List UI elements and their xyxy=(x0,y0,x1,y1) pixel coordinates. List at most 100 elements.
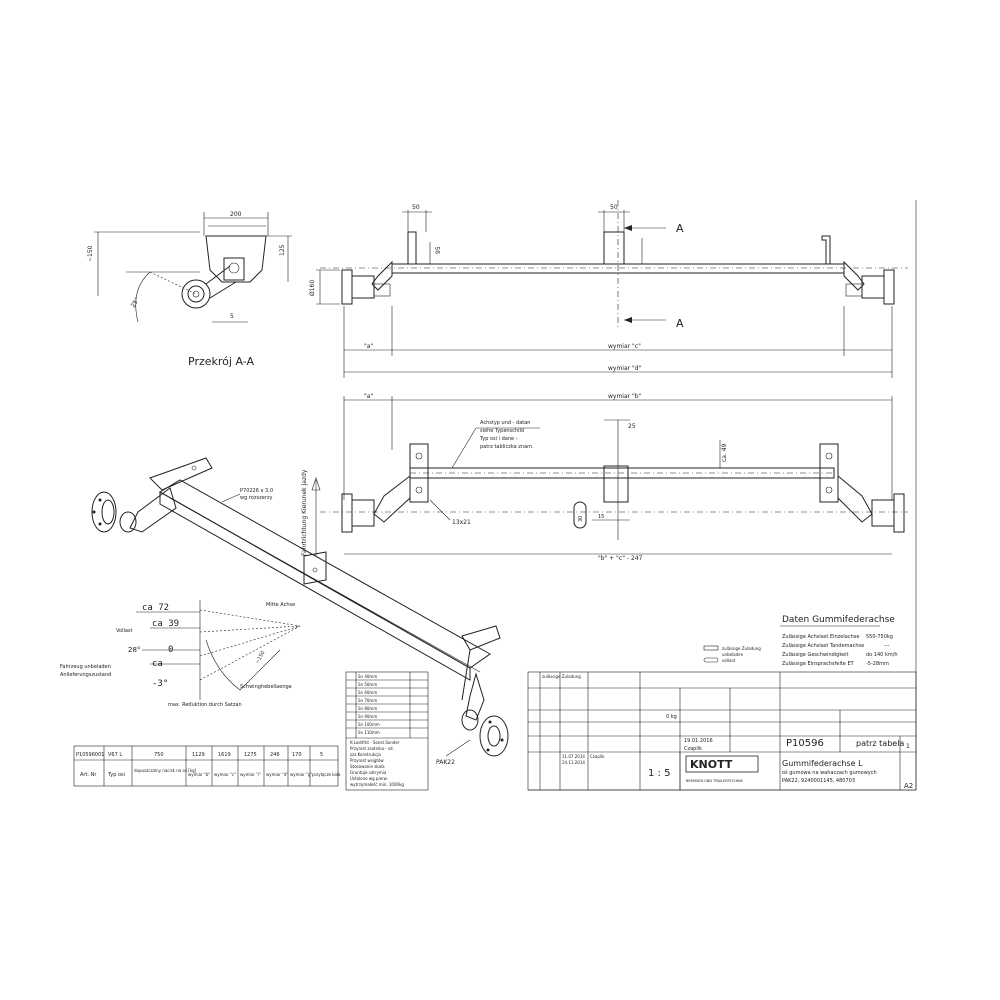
spec-header-5: wymiar "i" xyxy=(240,772,261,777)
angle-dim-label: ~150 xyxy=(255,650,267,665)
spec-row-3: 1129 xyxy=(192,752,205,758)
direction-label: Fahrtrichtung Kierunek jazdy xyxy=(301,469,308,556)
spec-row-5: 1275 xyxy=(244,752,257,758)
title-patrz: patrz tabela xyxy=(856,739,904,748)
title-date-3: 19.01.2016 xyxy=(684,738,713,744)
spec-header-7: wymiar "g" xyxy=(290,772,312,777)
title-name-3: PAK22, 9240001145, 480703 xyxy=(782,778,855,784)
top-dim-a: "a" xyxy=(364,343,373,350)
top-dim-c: wymiar "c" xyxy=(608,343,641,350)
title-name-2: oś gumowa na wahaczach gumowych xyxy=(782,769,877,776)
title-format: A2 xyxy=(904,782,913,790)
spec-header-2: dopuszczalny nacisk na oś [kg] xyxy=(134,768,197,773)
title-drawing-no: P10596 xyxy=(786,738,824,749)
angle-ca72: ca 72 xyxy=(142,603,169,613)
drawing-frame xyxy=(528,200,917,791)
front-dim-total: "b" + "c" - 247 xyxy=(598,555,643,562)
spec-header-1: Typ osi xyxy=(107,772,125,778)
angle-zero: 0 xyxy=(168,645,173,655)
axle-perspective-view: P70226 x 3,0 wg rozszerzy Fahrtrichtung … xyxy=(91,457,509,766)
spec-header-4: wymiar "c" xyxy=(214,772,236,777)
spec-row-1: V67 L xyxy=(108,752,122,758)
angle-mitte-achse: Mitte Achse xyxy=(266,602,295,608)
title-date-2: 24.11.2014 xyxy=(562,760,585,765)
front-note-line-4: patrz tabliczka znam. xyxy=(480,444,534,450)
title-date-1: 11.07.2014 xyxy=(562,754,585,759)
company-sub: BREMSEN UND TRAILERTECHNIK xyxy=(686,779,743,783)
data-row-2-label: Zulässige Geschwindigkeit xyxy=(782,652,849,658)
title-sheet: 1 xyxy=(906,743,910,750)
spec-row-8: 5 xyxy=(320,752,323,758)
variant-row-2: Sn 60mm xyxy=(358,690,377,695)
front-dim-vertical: ca. 49 xyxy=(721,443,728,462)
perspective-note-1: P70226 x 3,0 xyxy=(240,488,273,494)
variant-row-6: Sn 100mm xyxy=(358,722,380,727)
data-row-0-label: Zulässige Achslast Einzelachse xyxy=(782,634,859,640)
title-weight: 0 kg xyxy=(666,714,677,720)
data-panel: Daten Gummifederachse Zulässige Achslast… xyxy=(703,615,898,667)
variant-row-1: Sn 50mm xyxy=(358,682,377,687)
section-dim-height: 125 xyxy=(279,244,286,256)
data-row-0-value: 550-750kg xyxy=(866,634,893,640)
data-row-2-value: do 140 km/h xyxy=(866,652,898,658)
angle-diagram: ca 72 ca 39 Vollast 28° 0 ca Fahrzeug un… xyxy=(60,600,301,708)
axle-front-view: "a" wymiar "b" 25 ca. 49 30 15 xyxy=(320,393,908,562)
perspective-part: PAK22 xyxy=(436,759,455,766)
section-dim-width: 200 xyxy=(230,211,242,218)
top-dim-left-bracket: 50 xyxy=(412,204,420,211)
legend-1: unbeladen xyxy=(722,652,744,657)
top-dim-mid-bracket: 50 xyxy=(610,204,618,211)
title-block: zulässige Zuladung 0 kg P10596 patrz tab… xyxy=(527,671,917,791)
section-dim-angle: 25° xyxy=(130,296,141,309)
perspective-note-2: wg rozszerzy xyxy=(240,495,272,501)
spec-row-0: P10596001 xyxy=(76,752,104,758)
angle-28deg: 28° xyxy=(128,646,140,654)
angle-unbeladen-1: Fahrzeug unbeladen xyxy=(60,664,111,670)
front-dim-slot2: 15 xyxy=(598,514,604,520)
variant-footer-0: K-Lastfrkt - Sonst.Sonder xyxy=(350,740,400,745)
variant-footer-7: wytrzymałość min. 1000kg xyxy=(350,782,404,787)
company-logo: KNOTT xyxy=(690,758,733,771)
variant-row-3: Sn 70mm xyxy=(358,698,377,703)
top-dim-d: wymiar "d" xyxy=(608,365,642,372)
data-panel-title: Daten Gummifederachse xyxy=(782,615,895,625)
spec-table: P10596001 V67 L 750 1129 1619 1275 246 1… xyxy=(73,745,341,787)
legend-2: vollast xyxy=(722,658,736,663)
variants-table: Sn 40mm Sn 50mm Sn 60mm Sn 70mm Sn 80mm … xyxy=(345,671,429,791)
variant-row-5: Sn 90mm xyxy=(358,714,377,719)
angle-schwinghebel: Schwinghebellaenge xyxy=(240,684,292,690)
variant-footer-2: zzz Konstrukcja xyxy=(350,752,381,757)
section-dim-bottom: 5 xyxy=(230,313,234,320)
angle-minus3: -3° xyxy=(152,679,168,689)
front-note-line-2: siehe Typenschild xyxy=(480,428,524,434)
spec-row-7: 170 xyxy=(292,752,302,758)
title-author-2: Czaplik xyxy=(684,746,702,752)
variant-row-7: Sn 110mm xyxy=(358,730,380,735)
variant-row-0: Sn 40mm xyxy=(358,674,377,679)
front-note-line-3: Typ osi i dane - xyxy=(479,436,518,442)
data-row-3-label: Zulässige Einsprachsfelte ET xyxy=(782,661,855,667)
spec-row-4: 1619 xyxy=(218,752,231,758)
spec-header-6: wymiar "d" xyxy=(266,772,288,777)
title-line-1: zulässige Zuladung xyxy=(542,674,581,679)
variant-footer-5: Gruntuje satrymia xyxy=(350,770,387,775)
spec-row-2: 750 xyxy=(154,752,164,758)
variant-footer-1: Przyrost zsatnika - sd. xyxy=(350,746,394,751)
spec-header-8: przyłącze koła xyxy=(312,772,341,777)
angle-unbeladen-2: Anlieferungszustand xyxy=(60,672,111,678)
front-dim-a: "a" xyxy=(364,393,373,400)
front-dim-13x21: 13x21 xyxy=(452,519,471,526)
legend-0: zulässige Zuladung xyxy=(722,646,761,651)
front-dim-slot: 30 xyxy=(578,516,584,522)
variant-footer-6: Ustalono wg pierw. xyxy=(350,776,388,781)
section-mark-top: A xyxy=(676,222,684,235)
angle-ca39: ca 39 xyxy=(152,619,179,629)
section-mark-bottom: A xyxy=(676,317,684,330)
variant-row-4: Sn 80mm xyxy=(358,706,377,711)
spec-header-0: Art. Nr xyxy=(80,772,97,778)
variant-footer-3: Przyrost wsigtów xyxy=(350,758,384,763)
spec-header-3: wymiar "b" xyxy=(188,772,210,777)
front-dim-b: wymiar "b" xyxy=(608,393,642,400)
title-scale: 1 : 5 xyxy=(648,768,670,779)
